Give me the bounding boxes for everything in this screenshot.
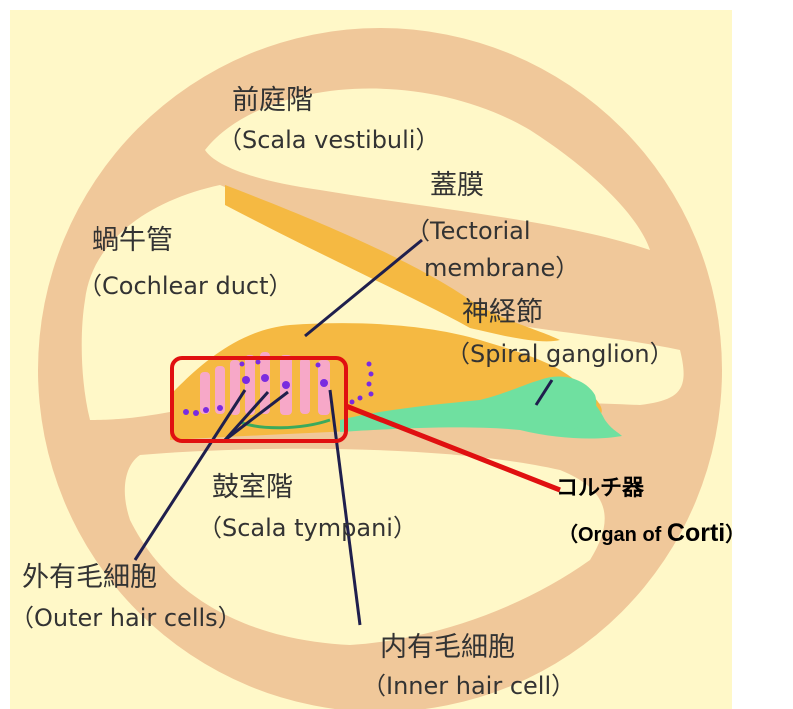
nucleus bbox=[240, 362, 245, 367]
nucleus bbox=[369, 392, 374, 397]
tectorial-membrane-label-en1: （Tectorial bbox=[406, 217, 531, 245]
nucleus bbox=[320, 379, 328, 387]
scala-vestibuli-label-en: （Scala vestibuli） bbox=[218, 126, 439, 154]
nucleus bbox=[256, 360, 261, 365]
nucleus bbox=[183, 409, 189, 415]
nucleus bbox=[316, 363, 321, 368]
organ-of-corti-label-en-main: Corti bbox=[667, 519, 725, 547]
nucleus bbox=[367, 362, 372, 367]
hair-cell bbox=[300, 358, 310, 414]
inner-hair-cell-label-en: （Inner hair cell） bbox=[362, 672, 575, 700]
hair-cell bbox=[260, 352, 270, 414]
organ-of-corti-label-en-suffix: ） bbox=[725, 523, 745, 546]
scala-vestibuli-label-jp: 前庭階 bbox=[232, 85, 313, 116]
nucleus bbox=[367, 382, 372, 387]
tectorial-membrane-label-en2: membrane） bbox=[424, 254, 579, 282]
nucleus bbox=[350, 400, 355, 405]
nucleus bbox=[358, 396, 363, 401]
inner-hair-cell-label-jp: 内有毛細胞 bbox=[380, 632, 515, 663]
organ-of-corti-label-en: （Organ of Corti） bbox=[558, 519, 745, 547]
organ-of-corti-label-jp: コルチ器 bbox=[556, 475, 645, 500]
cochlear-duct-label-en: （Cochlear duct） bbox=[78, 272, 293, 300]
tectorial-membrane-label-jp: 蓋膜 bbox=[430, 170, 484, 201]
spiral-ganglion-label-en: （Spiral ganglion） bbox=[446, 340, 674, 368]
outer-hair-cells-label-jp: 外有毛細胞 bbox=[22, 562, 157, 593]
nucleus bbox=[369, 372, 374, 377]
nucleus bbox=[193, 410, 199, 416]
cochlear-duct-label-jp: 蝸牛管 bbox=[92, 225, 173, 256]
nucleus bbox=[261, 374, 269, 382]
outer-hair-cells-label-en: （Outer hair cells） bbox=[10, 604, 242, 632]
spiral-ganglion-label-jp: 神経節 bbox=[462, 297, 543, 328]
nucleus bbox=[203, 407, 209, 413]
organ-of-corti-label-en-prefix: （Organ of bbox=[558, 523, 667, 546]
hair-cell bbox=[318, 360, 330, 415]
scala-tympani-label-en: （Scala tympani） bbox=[198, 514, 417, 542]
nucleus bbox=[217, 405, 223, 411]
nucleus bbox=[282, 381, 290, 389]
scala-tympani-label-jp: 鼓室階 bbox=[212, 472, 293, 503]
nucleus bbox=[242, 376, 250, 384]
